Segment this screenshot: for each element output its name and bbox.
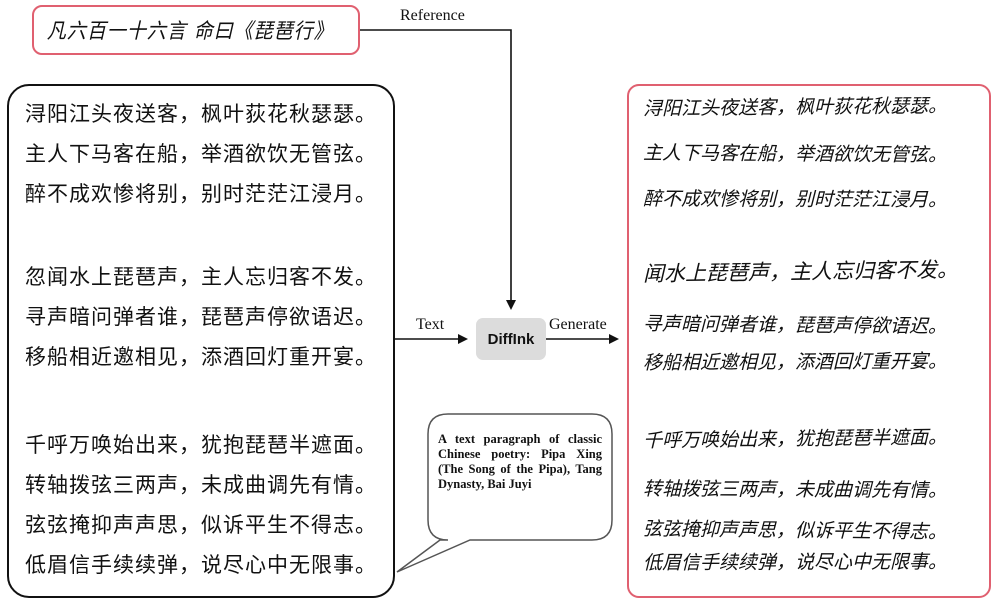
handwriting-line: 弦弦掩抑声声思，似诉平生不得志。: [642, 518, 948, 544]
poem-line: 醉不成欢惨将别，别时茫茫江浸月。: [25, 182, 377, 206]
handwriting-line: 转轴拨弦三两声，未成曲调先有情。: [642, 478, 948, 502]
poem-line: 寻声暗问弹者谁，琵琶声停欲语迟。: [25, 305, 377, 329]
reference-handwriting: 凡六百一十六言 命曰《琵琶行》: [46, 19, 334, 43]
input-text-box: 浔阳江头夜送客，枫叶荻花秋瑟瑟。 主人下马客在船，举酒欲饮无管弦。 醉不成欢惨将…: [7, 84, 395, 598]
caption-bubble: [396, 413, 613, 573]
poem-line: 转轴拨弦三两声，未成曲调先有情。: [25, 473, 377, 497]
generated-handwriting-box: 浔阳江头夜送客，枫叶荻花秋瑟瑟。 主人下马客在船，举酒欲饮无管弦。 醉不成欢惨将…: [627, 84, 991, 598]
poem-line: 浔阳江头夜送客，枫叶荻花秋瑟瑟。: [25, 102, 377, 126]
reference-arrow: [360, 29, 516, 310]
handwriting-line: 寻声暗问弹者谁，琵琶声停欲语迟。: [642, 313, 948, 338]
diffink-node: DiffInk: [476, 318, 546, 360]
handwriting-line: 低眉信手续续弹，说尽心中无限事。: [642, 550, 948, 574]
reference-label: Reference: [400, 7, 465, 24]
poem-line: 忽闻水上琵琶声，主人忘归客不发。: [25, 265, 377, 289]
poem-line: 弦弦掩抑声声思，似诉平生不得志。: [25, 513, 377, 537]
poem-line: 主人下马客在船，举酒欲饮无管弦。: [25, 142, 377, 166]
text-edge-label: Text: [416, 316, 445, 333]
caption-text: A text paragraph of classic Chinese poet…: [438, 432, 602, 491]
handwriting-line: 主人下马客在船，举酒欲饮无管弦。: [642, 142, 948, 167]
reference-box: 凡六百一十六言 命曰《琵琶行》: [32, 5, 360, 55]
generate-edge-label: Generate: [549, 316, 607, 333]
handwriting-line: 闻水上琵琶声，主人忘归客不发。: [642, 257, 959, 286]
handwriting-line: 浔阳江头夜送客，枫叶荻花秋瑟瑟。: [642, 94, 948, 120]
poem-line: 移船相近邀相见，添酒回灯重开宴。: [25, 345, 377, 369]
handwriting-line: 醉不成欢惨将别，别时茫茫江浸月。: [642, 188, 948, 212]
handwriting-line: 移船相近邀相见，添酒回灯重开宴。: [642, 350, 948, 374]
poem-line: 低眉信手续续弹，说尽心中无限事。: [25, 553, 377, 577]
poem-line: 千呼万唤始出来，犹抱琵琶半遮面。: [25, 433, 377, 457]
handwriting-line: 千呼万唤始出来，犹抱琵琶半遮面。: [642, 426, 948, 452]
